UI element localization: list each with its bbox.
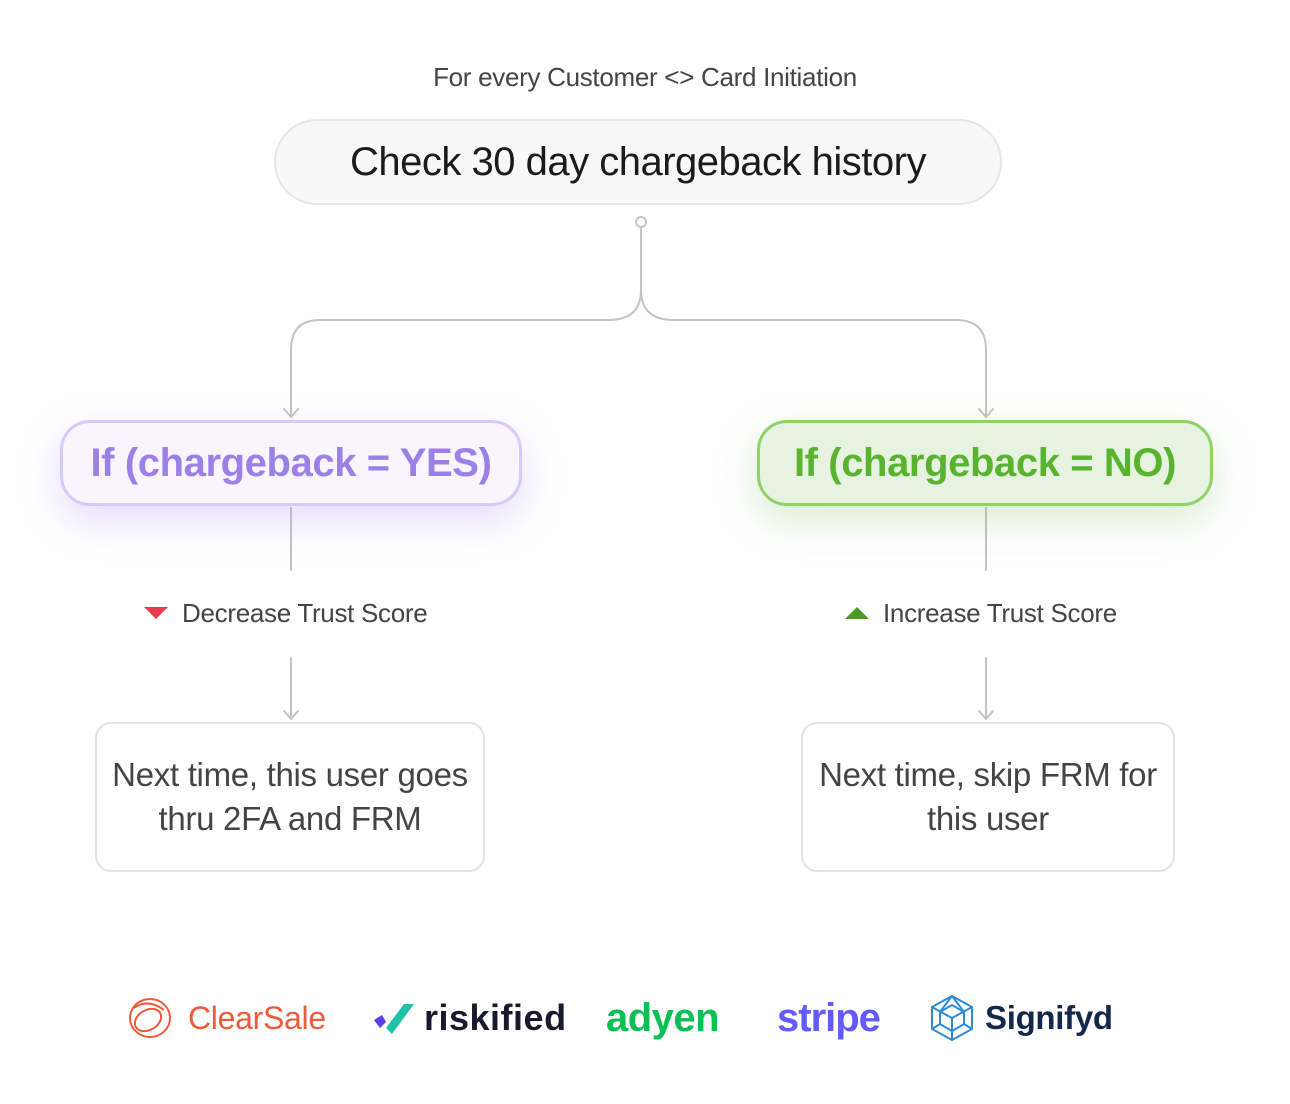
outcome-yes-node: Next time, this user goes thru 2FA and F… [95,722,485,872]
adyen-wordmark: adyen [606,995,720,1040]
outcome-yes-label: Next time, this user goes thru 2FA and F… [112,756,468,837]
root-node: Check 30 day chargeback history [274,119,1002,205]
triangle-down-icon [144,607,168,619]
clearsale-wordmark: ClearSale [188,999,326,1036]
clearsale-logo: ClearSale [126,990,326,1046]
stripe-wordmark: stripe [777,995,881,1040]
adyen-logo: adyen [606,990,720,1046]
condition-yes-label: If (chargeback = YES) [90,440,492,485]
no-branch-line [640,289,987,417]
partner-logos: ClearSale riskified adyen stripe Signify… [0,990,1290,1046]
effect-no-label: Increase Trust Score [883,597,1117,628]
trigger-label: For every Customer <> Card Initiation [433,62,857,92]
triangle-up-icon [845,607,869,619]
outcome-no-label: Next time, skip FRM for this user [819,756,1157,837]
condition-no-node: If (chargeback = NO) [757,420,1213,506]
no-outcome-arrowhead [978,710,994,720]
yes-branch-arrowhead [283,408,299,418]
condition-yes-node: If (chargeback = YES) [60,420,522,506]
outcome-no-node: Next time, skip FRM for this user [801,722,1175,872]
no-branch-arrowhead [978,408,994,418]
root-node-label: Check 30 day chargeback history [350,139,926,184]
signifyd-cube-icon [931,995,973,1041]
riskified-wordmark: riskified [424,997,567,1038]
yes-branch-line [290,289,642,417]
riskified-logo: riskified [372,990,567,1046]
yes-outcome-arrowhead [283,710,299,720]
stripe-logo: stripe [777,990,881,1046]
condition-no-label: If (chargeback = NO) [793,440,1177,485]
root-junction-dot [635,216,647,228]
signifyd-logo: Signifyd [927,990,1113,1046]
effect-no: Increase Trust Score [843,594,1117,632]
signifyd-wordmark: Signifyd [985,999,1113,1036]
effect-yes: Decrease Trust Score [142,594,428,632]
clearsale-orbit-icon [129,998,171,1038]
effect-yes-label: Decrease Trust Score [182,597,428,628]
riskified-check-icon [374,1004,414,1034]
